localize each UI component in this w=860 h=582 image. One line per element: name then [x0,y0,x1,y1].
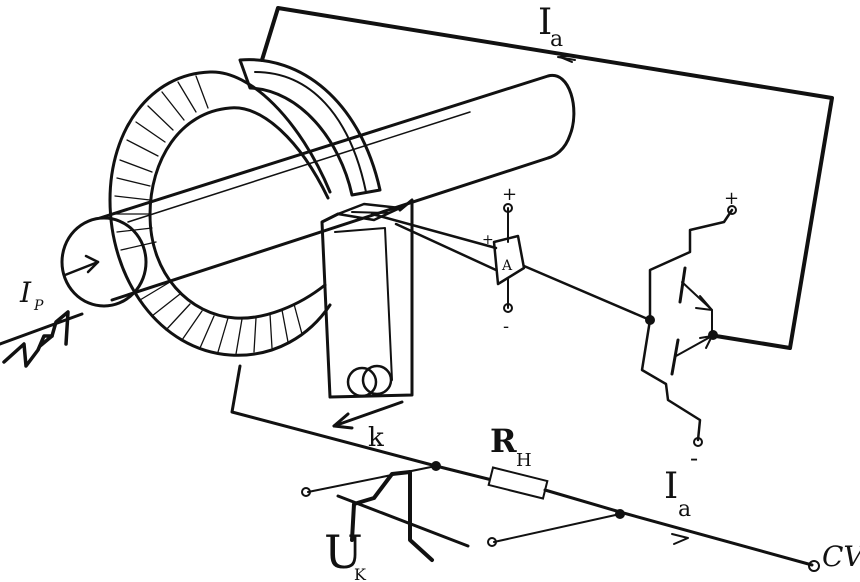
output-terminal [808,560,820,572]
junction-dot [615,509,625,519]
voltage-label: U [324,525,363,579]
transistor-minus-sign: - [690,444,698,472]
magnetic-core [108,58,382,357]
amp-output-wire [522,264,652,322]
transistor-plus-sign: + [724,188,739,209]
current-a-top-sub: a [550,27,563,52]
voltage-sub: K [354,565,367,582]
output-label: CV [822,540,860,573]
labels: I a I P A + - + + - k R H I a U K CV [19,2,860,582]
k-arrow [332,400,404,430]
current-a-top-label: I [538,2,552,43]
conductor-end-face [60,216,148,308]
transistor-stage [640,205,737,447]
amplifier [492,203,652,322]
primary-current-arrow [63,260,100,277]
waveform-primary [0,310,84,368]
current-a-bottom-sub: a [678,497,691,522]
resistor-label: R [490,422,517,460]
amp-minus-sign: - [503,316,509,337]
amp-plus-sign: + [502,184,517,205]
current-arrow-bottom [671,533,689,545]
resistor-rh [487,466,549,500]
hall-sensor [320,198,414,399]
primary-current-sub: P [33,298,44,314]
primary-conductor [60,74,576,308]
junction-dot [645,315,655,325]
resistor-sub: H [516,450,532,471]
junction-dot [431,461,441,471]
waveform-voltage [336,470,470,562]
feedback-loop-wire [260,6,834,350]
current-a-bottom-label: I [664,466,678,507]
amplifier-label: A [501,258,513,274]
amp-input-plus-sign: + [482,232,494,248]
junction-dot [708,330,718,340]
k-label: k [368,423,384,453]
sensor-leads [370,212,498,272]
output-branch [230,364,820,572]
current-source-icon [346,366,378,398]
primary-current-label: I [19,276,32,309]
winding-turns [114,75,303,355]
current-arrowhead-top [559,54,573,63]
